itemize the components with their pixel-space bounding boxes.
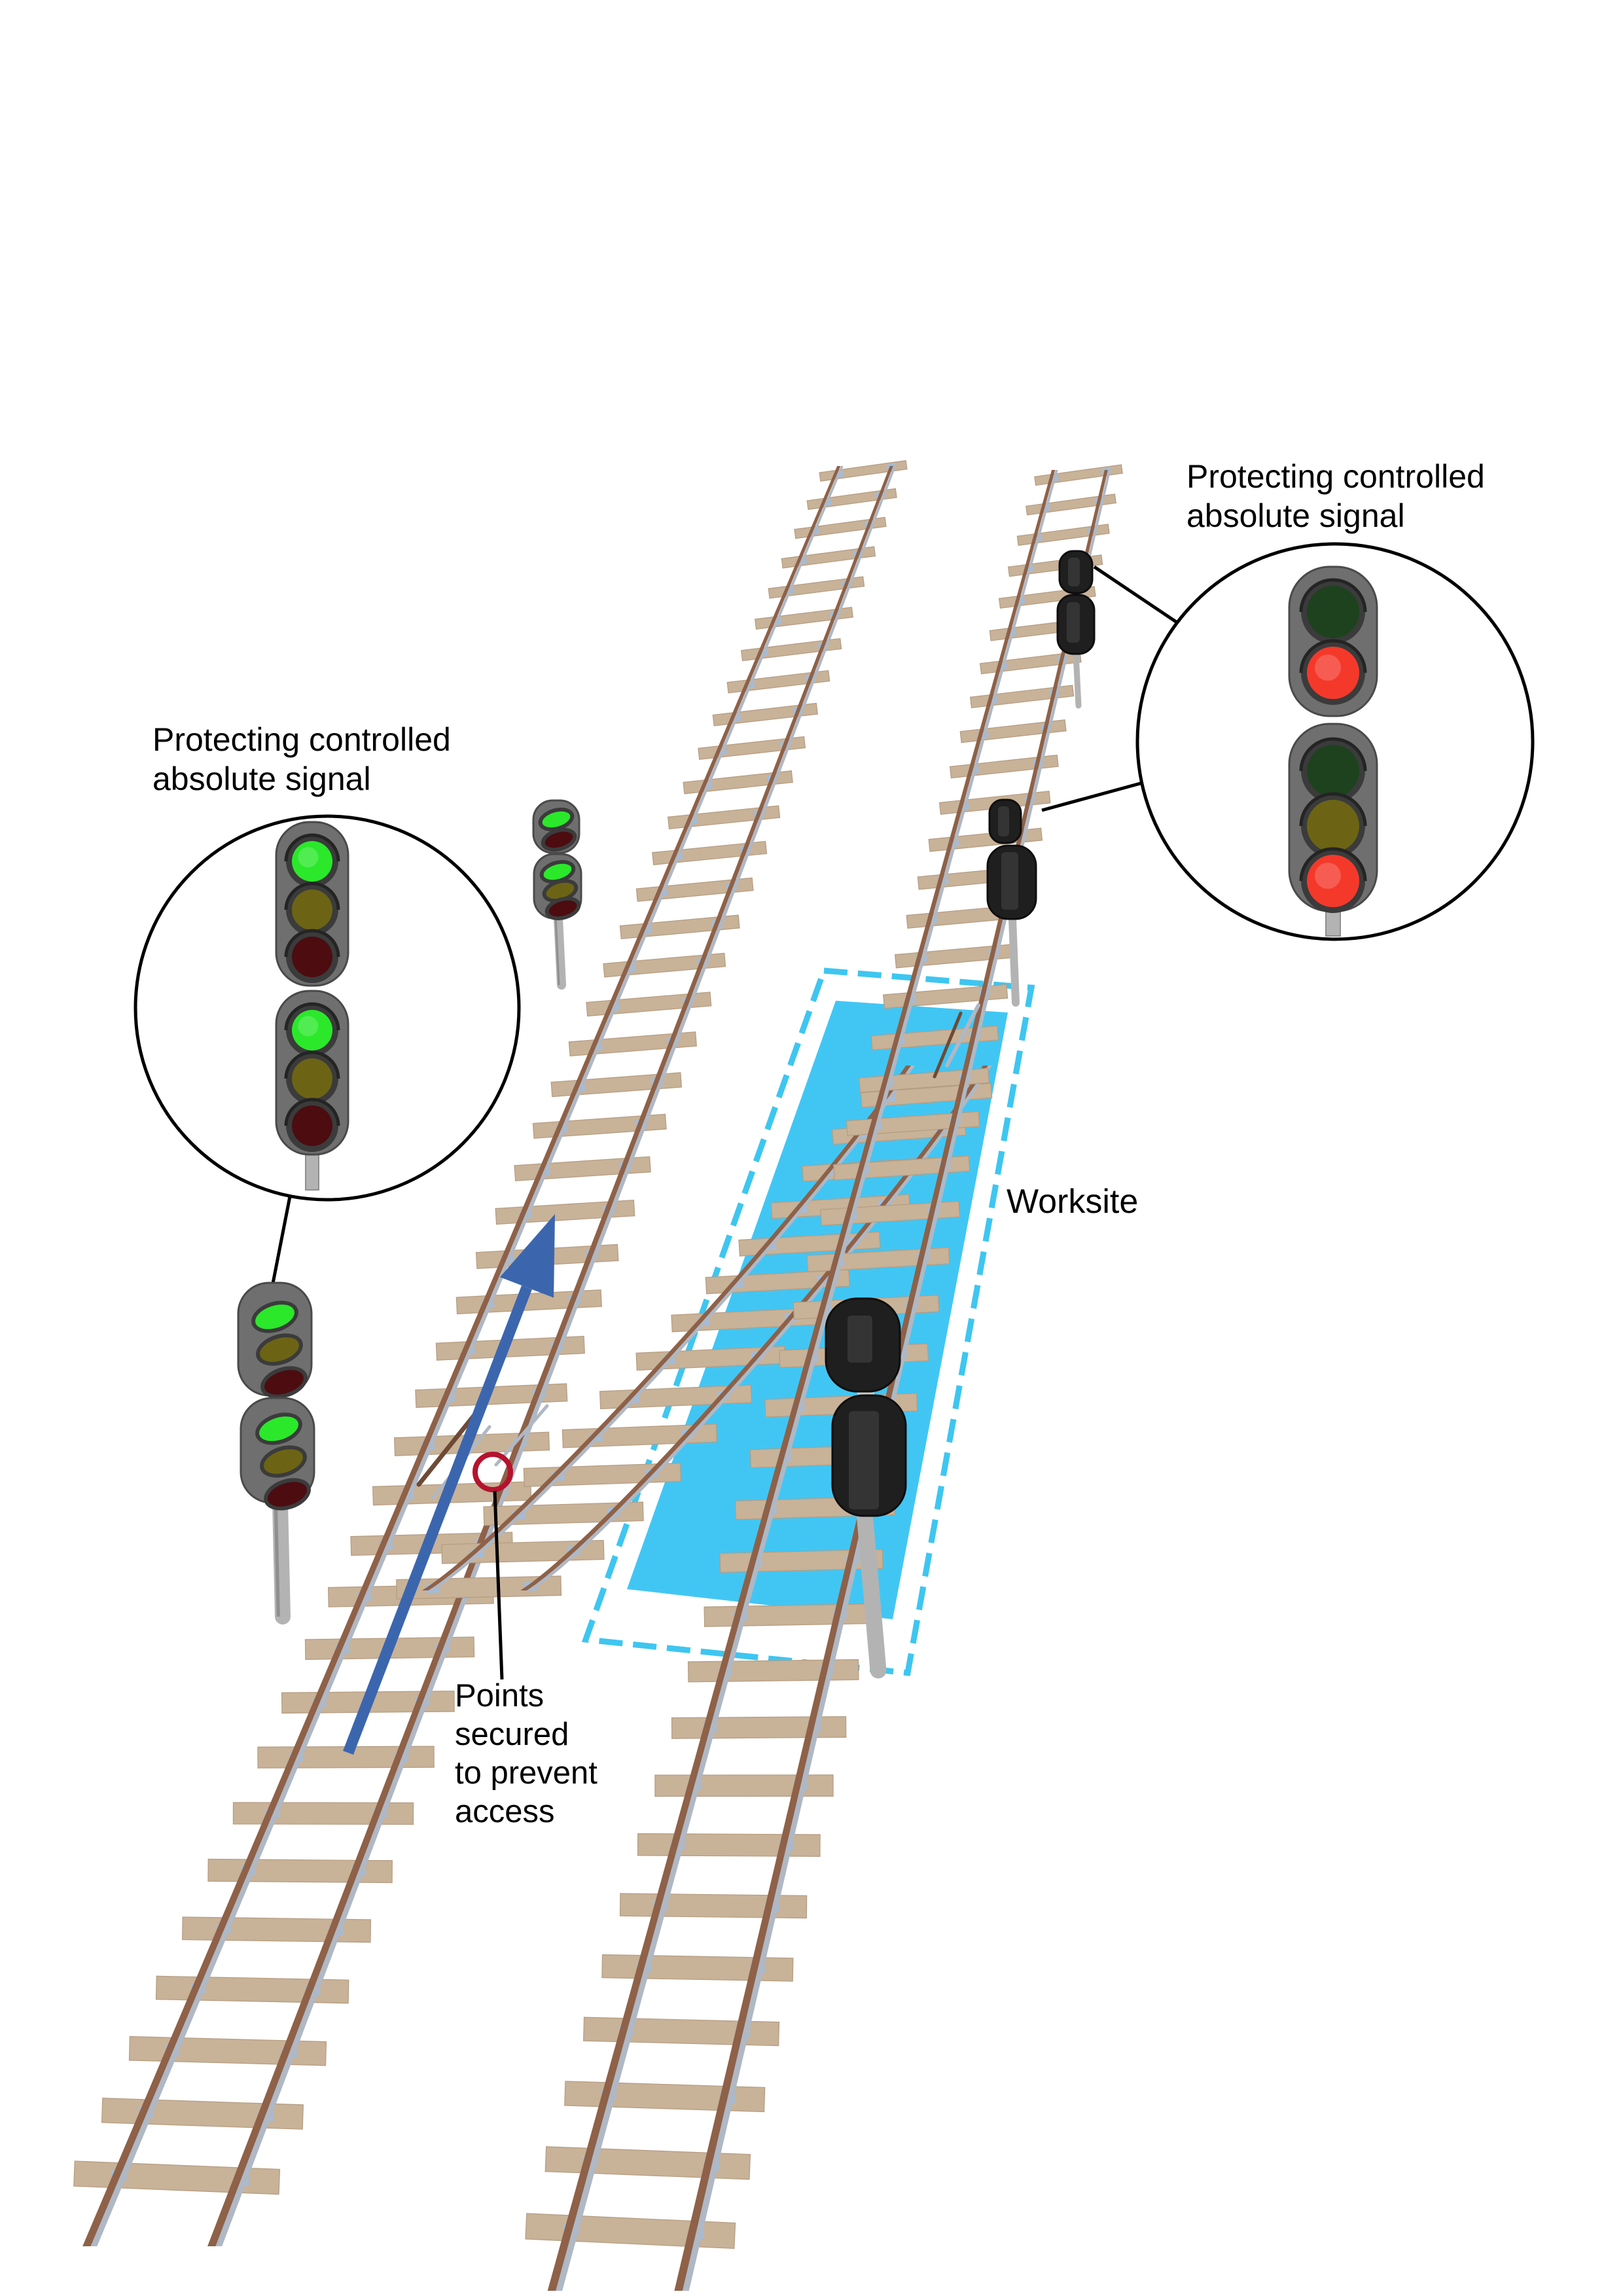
middle-line-signal-lit_green-light-icon [543, 863, 572, 880]
middle-line-signal-off_yellow-light-icon [546, 882, 575, 899]
left-callout-signal-off_yellow-light-icon [292, 889, 332, 930]
worksite-boundary [581, 967, 1035, 1676]
direction-arrow [343, 1214, 555, 1755]
right-callout-label-line1: Protecting controlled [1186, 458, 1485, 495]
right-callout-signal-lit_red-light-icon [1307, 647, 1359, 699]
left-callout-signal-off_red-light-icon [292, 1105, 332, 1146]
left-callout-signal-lit_green-light-icon [292, 1010, 332, 1050]
right-callout-signal-off_green-light-icon [1307, 745, 1359, 797]
left-line-signal-off_red-light-icon [268, 1482, 307, 1507]
right-callout-label-line2: absolute signal [1186, 497, 1405, 534]
left-callout-label: Protecting controlled absolute signal [152, 720, 451, 798]
middle-line-signal-off_red-light-icon [544, 831, 573, 848]
points-secured-circle [473, 1452, 513, 1492]
points-label-line3: to prevent [455, 1755, 597, 1791]
left-line-signal-off_red-light-icon [264, 1370, 304, 1395]
middle-line-signal [532, 799, 582, 990]
points-label-line1: Points [455, 1678, 544, 1713]
left-line-signal-off_yellow-light-icon [264, 1449, 303, 1474]
middle-line-signal-off_red-light-icon [548, 900, 577, 917]
leader-points [493, 1490, 504, 1680]
leader-right-lower [1041, 781, 1143, 812]
leader-lines [269, 565, 1179, 1680]
points-label-line4: access [455, 1794, 555, 1829]
left-line-signal-off_yellow-light-icon [260, 1337, 299, 1362]
left-track-rails [82, 466, 897, 2246]
crossover-track [396, 1066, 993, 1600]
left-callout-signal-off_yellow-light-icon [292, 1058, 332, 1099]
right-line-signal-upper [1056, 550, 1096, 709]
points-secured-label: Points secured to prevent access [455, 1677, 597, 1831]
direction-arrow-shaft [343, 1285, 532, 1755]
right-callout-signal [1288, 565, 1378, 937]
points-label-line2: secured [455, 1717, 569, 1752]
left-callout-signal [275, 821, 349, 1191]
left-callout-label-line1: Protecting controlled [152, 721, 451, 758]
right-callout-signal-off_yellow-light-icon [1307, 800, 1359, 852]
right-line-signal-lower [986, 798, 1037, 1007]
left-line-signal-lit_green-light-icon [259, 1416, 298, 1441]
right-callout-label: Protecting controlled absolute signal [1186, 457, 1485, 535]
worksite-label: Worksite [1007, 1183, 1139, 1221]
left-line-signal-lit_green-light-icon [255, 1304, 294, 1329]
worksite-signal [825, 1297, 907, 1679]
left-callout-signal-off_red-light-icon [292, 937, 332, 977]
middle-line-signal-lit_green-light-icon [542, 811, 571, 828]
right-callout-signal-off_green-light-icon [1307, 586, 1359, 638]
left-line-signal [237, 1282, 315, 1624]
right-callout-signal-lit_red-light-icon [1307, 855, 1359, 907]
left-callout-signal-lit_green-light-icon [292, 841, 332, 882]
right-track-ties [525, 464, 1123, 2250]
left-callout-label-line2: absolute signal [152, 761, 371, 797]
leader-right-upper [1093, 565, 1179, 625]
leader-left [269, 1196, 292, 1294]
direction-arrow-head [499, 1214, 555, 1298]
